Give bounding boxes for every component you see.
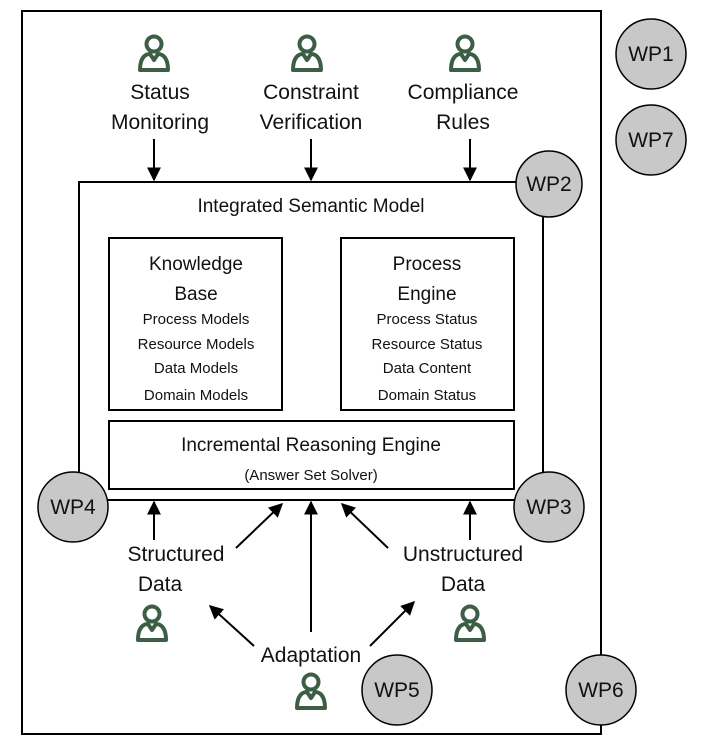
knowledge-base-item: Resource Models xyxy=(138,336,255,353)
wp7-badge: WP7 xyxy=(615,104,687,176)
knowledge-base-item: Data Models xyxy=(154,360,238,377)
knowledge-base-box xyxy=(108,237,283,411)
integrated-model-title: Integrated Semantic Model xyxy=(197,196,424,217)
reasoning-engine-box xyxy=(108,420,515,490)
wp5-badge: WP5 xyxy=(361,654,433,726)
adaptation-label: Adaptation xyxy=(261,644,361,667)
wp2-badge: WP2 xyxy=(515,150,583,218)
structured-data-label-1: Structured xyxy=(128,543,225,566)
person-icon xyxy=(449,34,481,72)
person-icon xyxy=(136,604,168,642)
unstructured-data-label-1: Unstructured xyxy=(403,543,523,566)
knowledge-base-item: Domain Models xyxy=(144,387,248,404)
actor-compliance-label-2: Rules xyxy=(436,111,490,134)
wp7-label: WP7 xyxy=(628,129,674,152)
wp4-badge: WP4 xyxy=(37,471,109,543)
person-icon xyxy=(138,34,170,72)
knowledge-base-item: Process Models xyxy=(143,311,250,328)
actor-compliance-label-1: Compliance xyxy=(408,81,519,104)
outer-frame xyxy=(21,10,602,735)
arrow-unstructured-to-reasoner xyxy=(340,503,389,549)
process-engine-box xyxy=(340,237,515,411)
arrow-adaptation-to-structured xyxy=(208,605,255,647)
wp1-label: WP1 xyxy=(628,43,674,66)
process-engine-title-1: Process xyxy=(393,254,462,275)
structured-data-label-2: Data xyxy=(138,573,183,596)
person-icon xyxy=(295,672,327,710)
wp5-label: WP5 xyxy=(374,679,420,702)
process-engine-item: Process Status xyxy=(377,311,478,328)
arrow-structured-to-reasoner xyxy=(235,503,284,549)
actor-constraint-label-2: Verification xyxy=(260,111,363,134)
reasoning-engine-subtitle: (Answer Set Solver) xyxy=(244,467,377,484)
reasoning-engine-title: Incremental Reasoning Engine xyxy=(181,435,441,456)
process-engine-item: Data Content xyxy=(383,360,472,377)
process-engine-title-2: Engine xyxy=(397,284,456,305)
wp2-label: WP2 xyxy=(526,173,572,196)
process-engine-item: Domain Status xyxy=(378,387,476,404)
actor-constraint-label-1: Constraint xyxy=(263,81,359,104)
wp1-badge: WP1 xyxy=(615,18,687,90)
person-icon xyxy=(291,34,323,72)
wp3-badge: WP3 xyxy=(513,471,585,543)
wp3-label: WP3 xyxy=(526,496,572,519)
wp6-label: WP6 xyxy=(578,679,624,702)
person-icon xyxy=(454,604,486,642)
arrow-adaptation-to-unstructured xyxy=(369,601,415,647)
knowledge-base-title-1: Knowledge xyxy=(149,254,243,275)
integrated-model-box xyxy=(78,181,544,501)
knowledge-base-title-2: Base xyxy=(174,284,217,305)
unstructured-data-label-2: Data xyxy=(441,573,486,596)
wp6-badge: WP6 xyxy=(565,654,637,726)
actor-status-label-1: Status xyxy=(130,81,190,104)
process-engine-item: Resource Status xyxy=(372,336,483,353)
actor-status-label-2: Monitoring xyxy=(111,111,209,134)
wp4-label: WP4 xyxy=(50,496,96,519)
